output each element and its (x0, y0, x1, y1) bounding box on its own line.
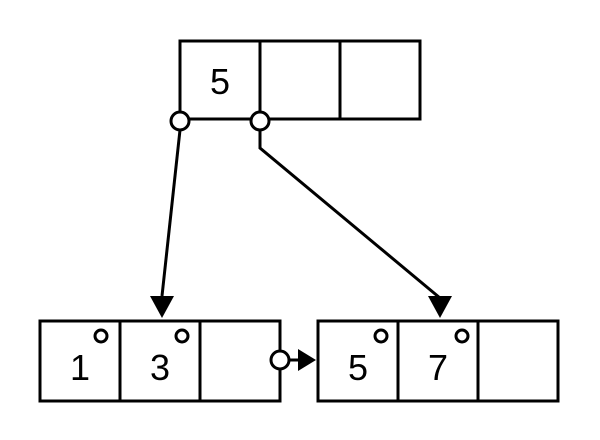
arrowhead-icon (298, 349, 316, 371)
record-pointer-icon (93, 328, 109, 344)
pointer-circle-icon (169, 110, 191, 132)
record-pointer-icon (454, 328, 470, 344)
leaf-left-key-2: 3 (150, 347, 170, 388)
leaf-sibling-link (269, 349, 316, 371)
leaf-right-key-2: 7 (428, 347, 448, 388)
pointer-circle-icon (269, 349, 291, 371)
leaf-node-right: 5 7 (316, 319, 560, 403)
arrowhead-icon (150, 296, 174, 318)
root-node: 5 (178, 39, 422, 121)
root-node-box (178, 39, 422, 121)
leaf-right-key-1: 5 (348, 347, 368, 388)
edge-root-to-left-leaf (160, 129, 182, 297)
leaf-left-key-1: 1 (70, 347, 90, 388)
record-pointer-icon (174, 328, 190, 344)
leaf-right-box (316, 319, 560, 403)
edge-root-to-right-leaf (258, 130, 441, 300)
pointer-circle-icon (249, 110, 271, 132)
leaf-node-left: 1 3 (38, 319, 282, 403)
tree-edges (150, 129, 452, 318)
record-pointer-icon (373, 328, 389, 344)
arrowhead-icon (428, 296, 452, 318)
root-key-1: 5 (210, 61, 230, 102)
